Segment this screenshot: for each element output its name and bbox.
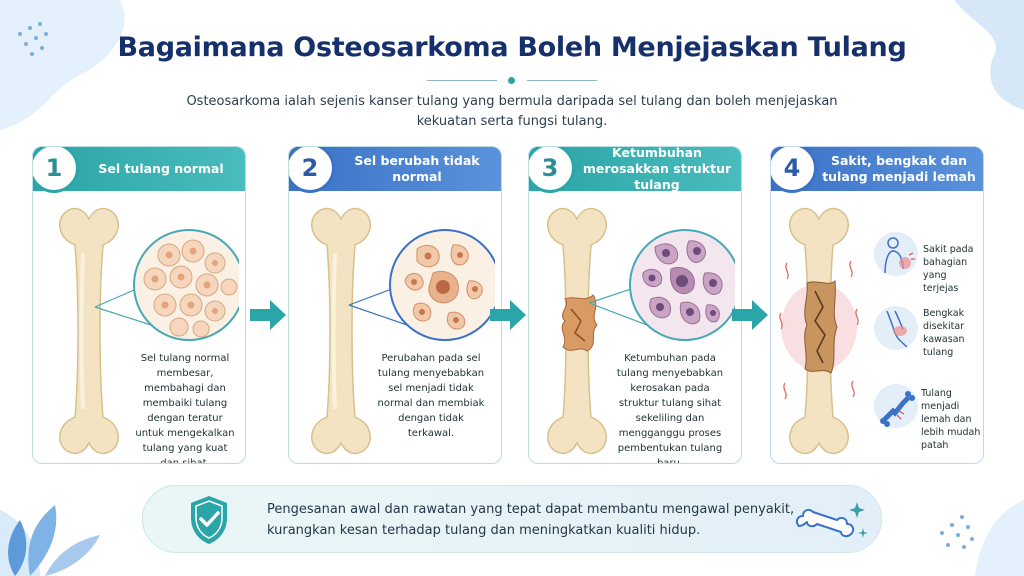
decor-leaves-bottom-left xyxy=(0,505,100,576)
step-number-2: 2 xyxy=(289,147,335,193)
title-divider xyxy=(427,77,597,85)
decor-dots-top-left xyxy=(18,22,58,62)
abnormal-cells-magnifier xyxy=(348,229,495,341)
damaged-bone-icon xyxy=(547,207,607,455)
symptom-text-1: Sakit pada bahagian yang terjejas xyxy=(923,244,974,294)
broken-bone-icon xyxy=(874,384,918,428)
arrow-right-icon xyxy=(490,300,526,330)
arrow-right-icon xyxy=(732,300,768,330)
decor-dots-bottom-right xyxy=(930,515,980,555)
symptom-text-3: Tulang menjadi lemah dan lebih mudah pat… xyxy=(921,388,981,451)
step-number-1: 1 xyxy=(33,147,79,193)
tumor-cells-magnifier xyxy=(588,229,735,341)
pain-icon xyxy=(874,232,918,276)
shield-check-icon xyxy=(191,496,227,544)
normal-bone-icon xyxy=(59,207,119,455)
step-title-3: Ketumbuhan merosakkan struktur tulang xyxy=(582,146,732,192)
normal-cells-magnifier xyxy=(94,229,239,341)
step-card-2: Sel berubah tidak normal Perubahan pada … xyxy=(288,146,502,464)
step-title-4: Sakit, bengkak dan tulang menjadi lemah xyxy=(822,153,976,184)
step-text-1: Sel tulang normal membesar, membahagi da… xyxy=(135,353,235,464)
step-number-4: 4 xyxy=(771,147,817,193)
bone-icon xyxy=(311,207,371,455)
step-title-1: Sel tulang normal xyxy=(98,161,224,176)
step-title-2: Sel berubah tidak normal xyxy=(354,153,480,184)
step-text-3: Ketumbuhan pada tulang menyebabkan keros… xyxy=(616,353,724,464)
swelling-icon xyxy=(874,306,918,350)
arrow-right-icon xyxy=(250,300,286,330)
decor-blob-top-left xyxy=(0,0,125,130)
page-title: Bagaimana Osteosarkoma Boleh Menjejaskan… xyxy=(117,32,907,63)
symptom-text-2: Bengkak disekitar kawasan tulang xyxy=(923,308,965,358)
bone-sparkle-icon xyxy=(795,502,868,538)
step-number-3: 3 xyxy=(529,147,575,193)
footer-banner: Pengesanan awal dan rawatan yang tepat d… xyxy=(142,485,882,553)
step-text-2: Perubahan pada sel tulang menyebabkan se… xyxy=(377,353,485,439)
step-card-3: Ketumbuhan merosakkan struktur tulang Ke… xyxy=(528,146,742,464)
page-subtitle: Osteosarkoma ialah sejenis kanser tulang… xyxy=(186,94,838,129)
footer-text: Pengesanan awal dan rawatan yang tepat d… xyxy=(267,502,795,538)
step-card-1: Sel tulang normal Sel tulang normal memb… xyxy=(32,146,246,464)
weakened-bone-icon xyxy=(779,207,859,455)
step-card-4: Sakit, bengkak dan tulang menjadi lemah … xyxy=(770,146,984,464)
